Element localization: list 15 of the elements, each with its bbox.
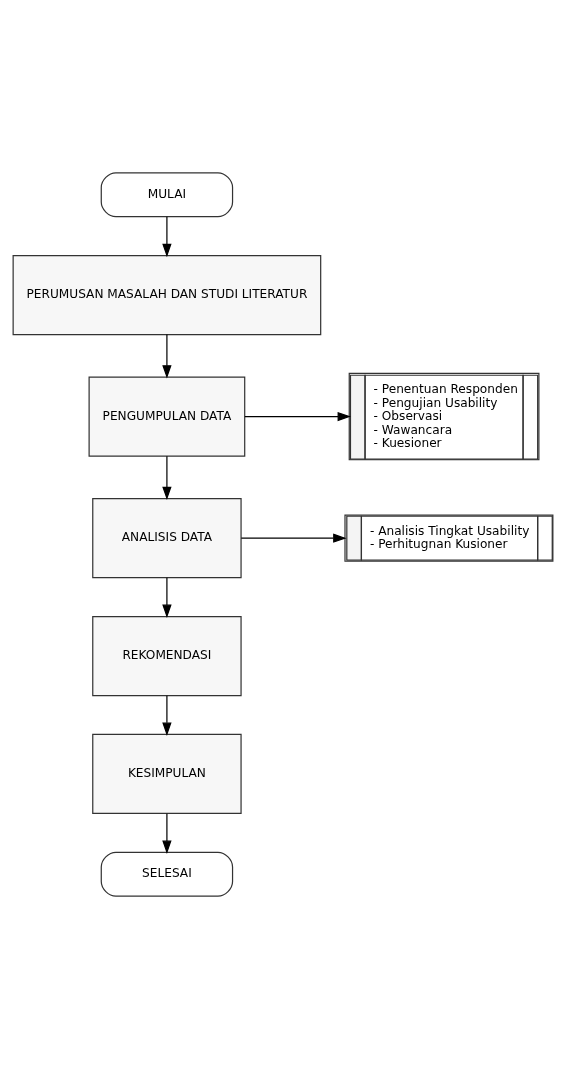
arrow [162, 576, 172, 618]
arrow [240, 532, 347, 543]
arrow [244, 411, 351, 421]
node-box: PENGUMPULAN DATA [88, 375, 246, 457]
arrow [162, 694, 172, 736]
arrow [162, 215, 172, 257]
arrow [162, 455, 172, 500]
arrow [162, 812, 172, 854]
node-box: SELESAI [100, 851, 234, 897]
node-box: ANALISIS DATA [92, 497, 242, 578]
node-box: KESIMPULAN [92, 733, 242, 814]
node-box: MULAI [100, 171, 234, 217]
arrow [162, 333, 172, 379]
node-box: REKOMENDASI [92, 615, 242, 696]
node-box: PERUMUSAN MASALAH DAN STUDI LITERATUR [12, 254, 322, 335]
